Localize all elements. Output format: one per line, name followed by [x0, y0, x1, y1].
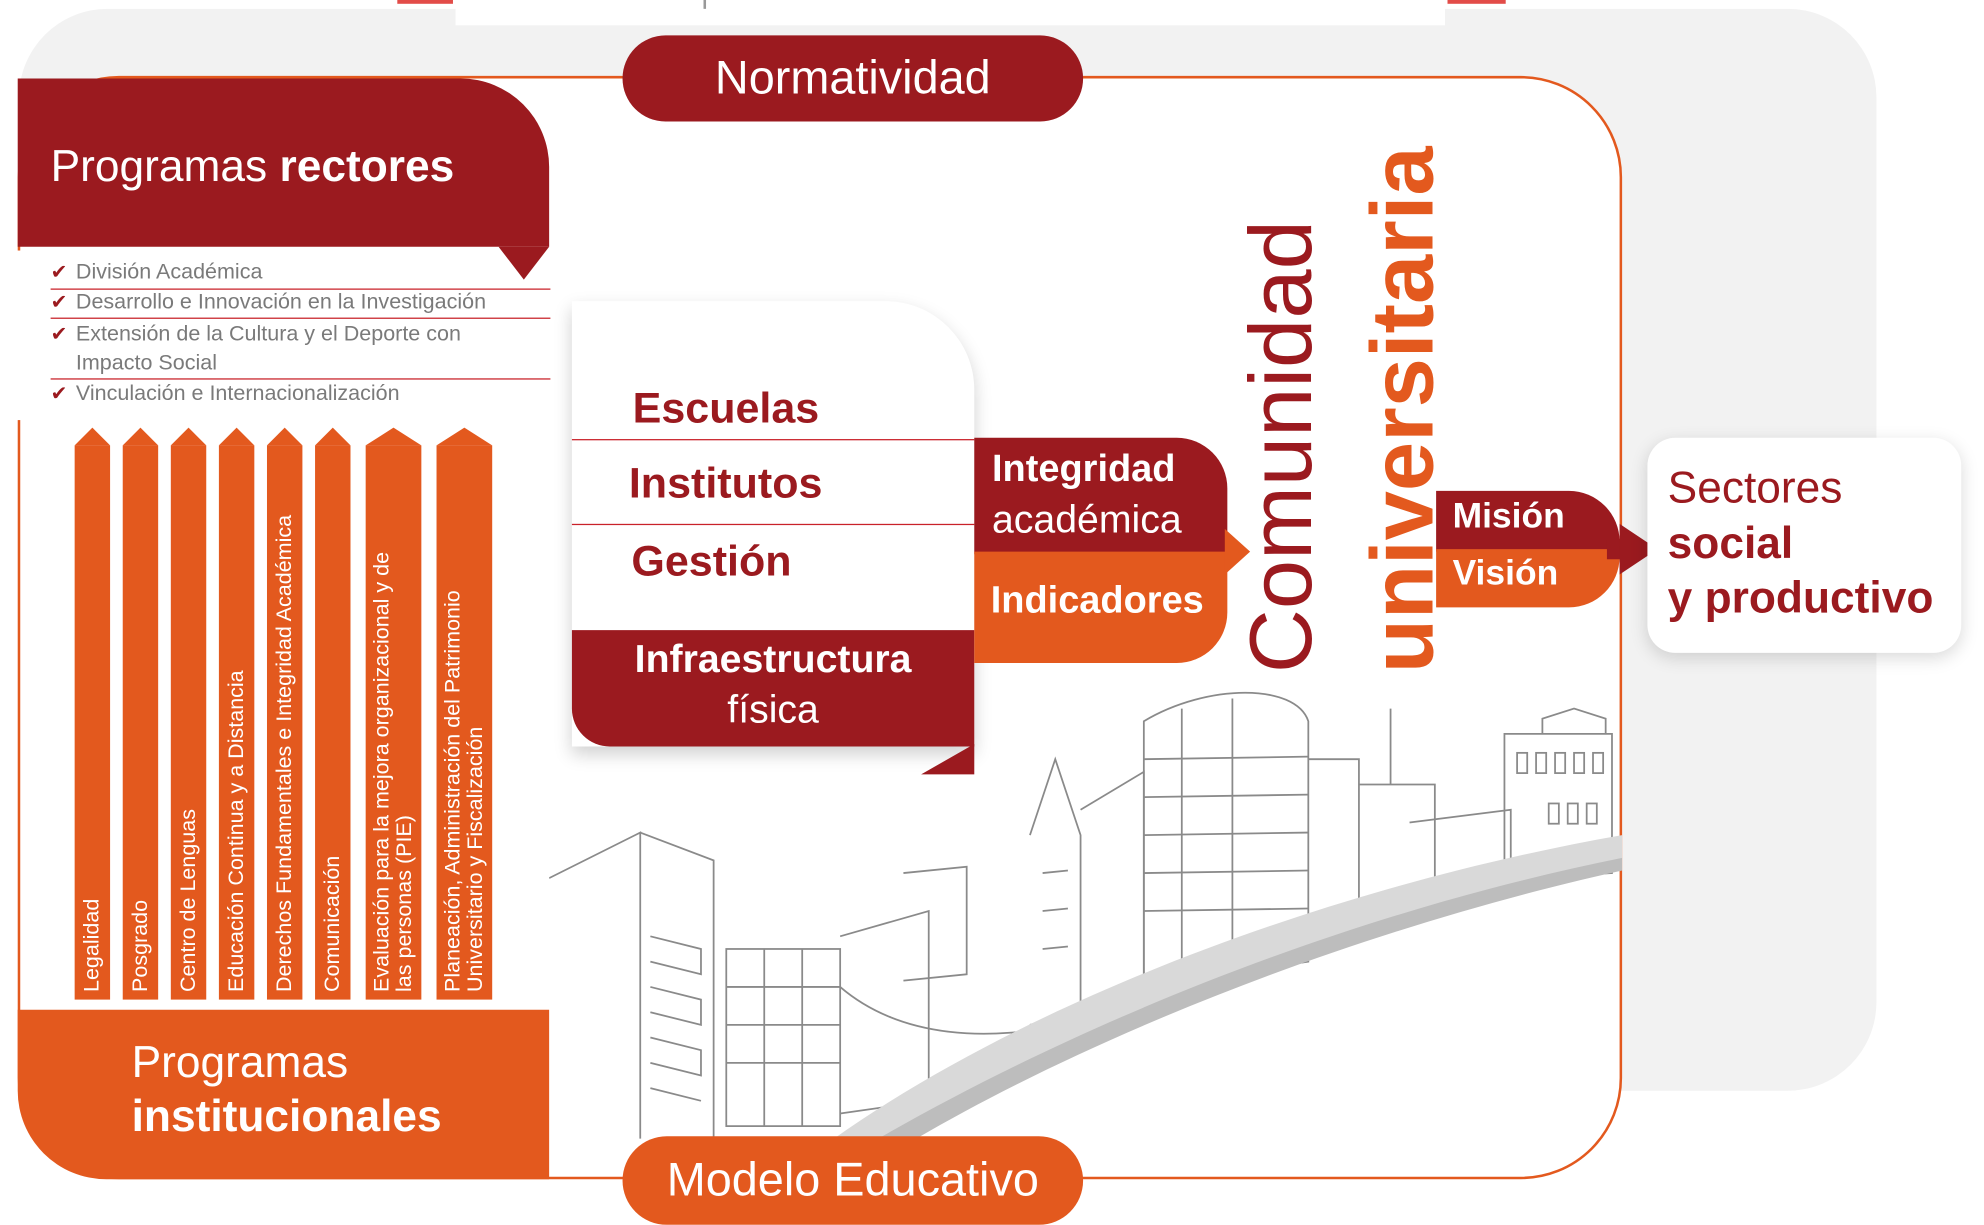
program-column-label-line: Universitario y Fiscalización — [463, 726, 488, 992]
column-arrow-tip — [365, 427, 422, 446]
program-column-label-line: Derechos Fundamentales e Integridad Acad… — [272, 514, 297, 992]
program-column-label-line: Evaluación para la mejora organizacional… — [369, 551, 394, 992]
arrow-down-icon — [498, 246, 550, 280]
escuelas-label: Escuelas — [632, 384, 820, 433]
program-column-label: Centro de Lenguas — [175, 809, 200, 992]
column-arrow-tip — [218, 427, 255, 446]
inst-title-line2: institucionales — [131, 1091, 442, 1142]
integridad-label: Integridad — [991, 447, 1176, 490]
check-icon: ✔ — [50, 323, 68, 346]
program-column-label: Derechos Fundamentales e Integridad Acad… — [272, 514, 297, 992]
programas-rectores-panel — [17, 78, 550, 247]
arrow-right-icon — [1224, 528, 1251, 575]
program-column: Comunicación — [315, 445, 351, 1000]
list-separator — [50, 317, 551, 319]
normatividad-label: Normatividad — [714, 51, 991, 104]
list-item: ✔ Desarrollo e Innovación en la Investiga… — [51, 287, 557, 317]
list-item: ✔ Extensión de la Cultura y el Deporte co… — [51, 319, 557, 349]
modelo-educativo-pill: Modelo Educativo — [622, 1136, 1084, 1225]
indicadores-label: Indicadores — [990, 579, 1204, 622]
program-column-label: Educación Continua y a Distancia — [223, 670, 248, 992]
check-icon: ✔ — [50, 261, 68, 284]
indicadores-panel — [974, 551, 1228, 664]
top-header-strip — [455, 0, 1445, 26]
program-column: Evaluación para la mejora organizacional… — [365, 445, 422, 1000]
program-column-label-line: Centro de Lenguas — [175, 809, 200, 992]
productivo-label: y productivo — [1667, 573, 1934, 623]
list-item-label: Vinculación e Internacionalización — [75, 380, 400, 405]
social-label: social — [1667, 518, 1794, 569]
list-item: ✔ División Académica — [51, 257, 557, 287]
program-column-label-line: Posgrado — [127, 899, 152, 992]
program-column: Posgrado — [122, 445, 159, 1000]
list-separator — [50, 288, 551, 290]
column-arrow-tip — [266, 427, 303, 446]
top-tick-mark — [703, 0, 707, 9]
check-icon: ✔ — [50, 292, 68, 314]
programas-institucionales-panel — [17, 1009, 550, 1180]
program-column: Derechos Fundamentales e Integridad Acad… — [266, 445, 303, 1000]
program-column: Planeación, Administración del Patrimoni… — [436, 445, 493, 1000]
campus-buildings-illustration — [549, 691, 1623, 1139]
program-column: Educación Continua y a Distancia — [218, 445, 255, 1000]
normatividad-pill: Normatividad — [622, 35, 1084, 122]
sectores-box — [1647, 437, 1962, 653]
modelo-educativo-label: Modelo Educativo — [666, 1153, 1039, 1206]
program-column-label-line: Planeación, Administración del Patrimoni… — [440, 590, 465, 992]
academica-label: académica — [991, 497, 1182, 542]
program-column-label: Posgrado — [127, 899, 152, 992]
gestion-label: Gestión — [631, 537, 792, 586]
program-column-label: Planeación, Administración del Patrimoni… — [440, 590, 488, 992]
infraestructura-panel — [571, 630, 975, 747]
column-arrow-tip — [122, 427, 159, 446]
program-column-label-line: Legalidad — [79, 898, 104, 992]
mision-label: Misión — [1452, 495, 1565, 536]
vision-label: Visión — [1452, 552, 1559, 593]
column-arrow-tip — [436, 427, 493, 446]
list-item-label: División Académica — [75, 259, 263, 284]
list-item-label: Extensión de la Cultura y el Deporte con — [75, 321, 461, 346]
programas-rectores-title: Programas rectores — [51, 142, 455, 193]
integridad-academica-panel — [974, 437, 1228, 555]
check-icon: ✔ — [50, 383, 68, 405]
program-column-label-line: las personas (PIE) — [392, 815, 417, 992]
sectores-label: Sectores — [1667, 463, 1843, 513]
program-column: Centro de Lenguas — [170, 445, 207, 1000]
list-item: ✔ Vinculación e Internacionalización — [51, 378, 557, 408]
program-column-label: Comunicación — [320, 855, 345, 992]
program-column-label: Legalidad — [79, 898, 104, 992]
fisica-label: física — [727, 687, 819, 732]
rectores-list — [0, 250, 576, 421]
rectores-title-normal: Programas — [50, 141, 280, 192]
program-column-label: Evaluación para la mejora organizacional… — [369, 551, 417, 992]
column-arrow-tip — [315, 427, 351, 446]
column-arrow-tip — [74, 427, 111, 446]
institutos-label: Institutos — [628, 459, 823, 508]
list-item-continuation: Impacto Social — [75, 350, 217, 375]
card-separator — [571, 439, 975, 441]
programas-institucionales-title: Programas institucionales — [132, 1035, 442, 1144]
top-accent-left — [397, 0, 453, 4]
top-accent-right — [1447, 0, 1506, 4]
inst-title-line1: Programas — [131, 1037, 349, 1087]
list-separator — [50, 378, 551, 380]
program-column: Legalidad — [74, 445, 111, 1000]
comunidad-label: Comunidad — [1231, 220, 1330, 674]
mision-panel — [1436, 490, 1620, 552]
list-item-label: Desarrollo e Innovación en la Investigac… — [75, 289, 487, 314]
rectores-title-bold: rectores — [279, 141, 455, 192]
card-separator — [571, 523, 975, 526]
program-column-label-line: Comunicación — [320, 855, 345, 992]
program-column-label-line: Educación Continua y a Distancia — [223, 670, 248, 992]
infraestructura-tail — [921, 743, 975, 775]
vision-panel — [1436, 549, 1620, 608]
column-arrow-tip — [170, 427, 207, 446]
infraestructura-label: Infraestructura — [634, 636, 912, 681]
